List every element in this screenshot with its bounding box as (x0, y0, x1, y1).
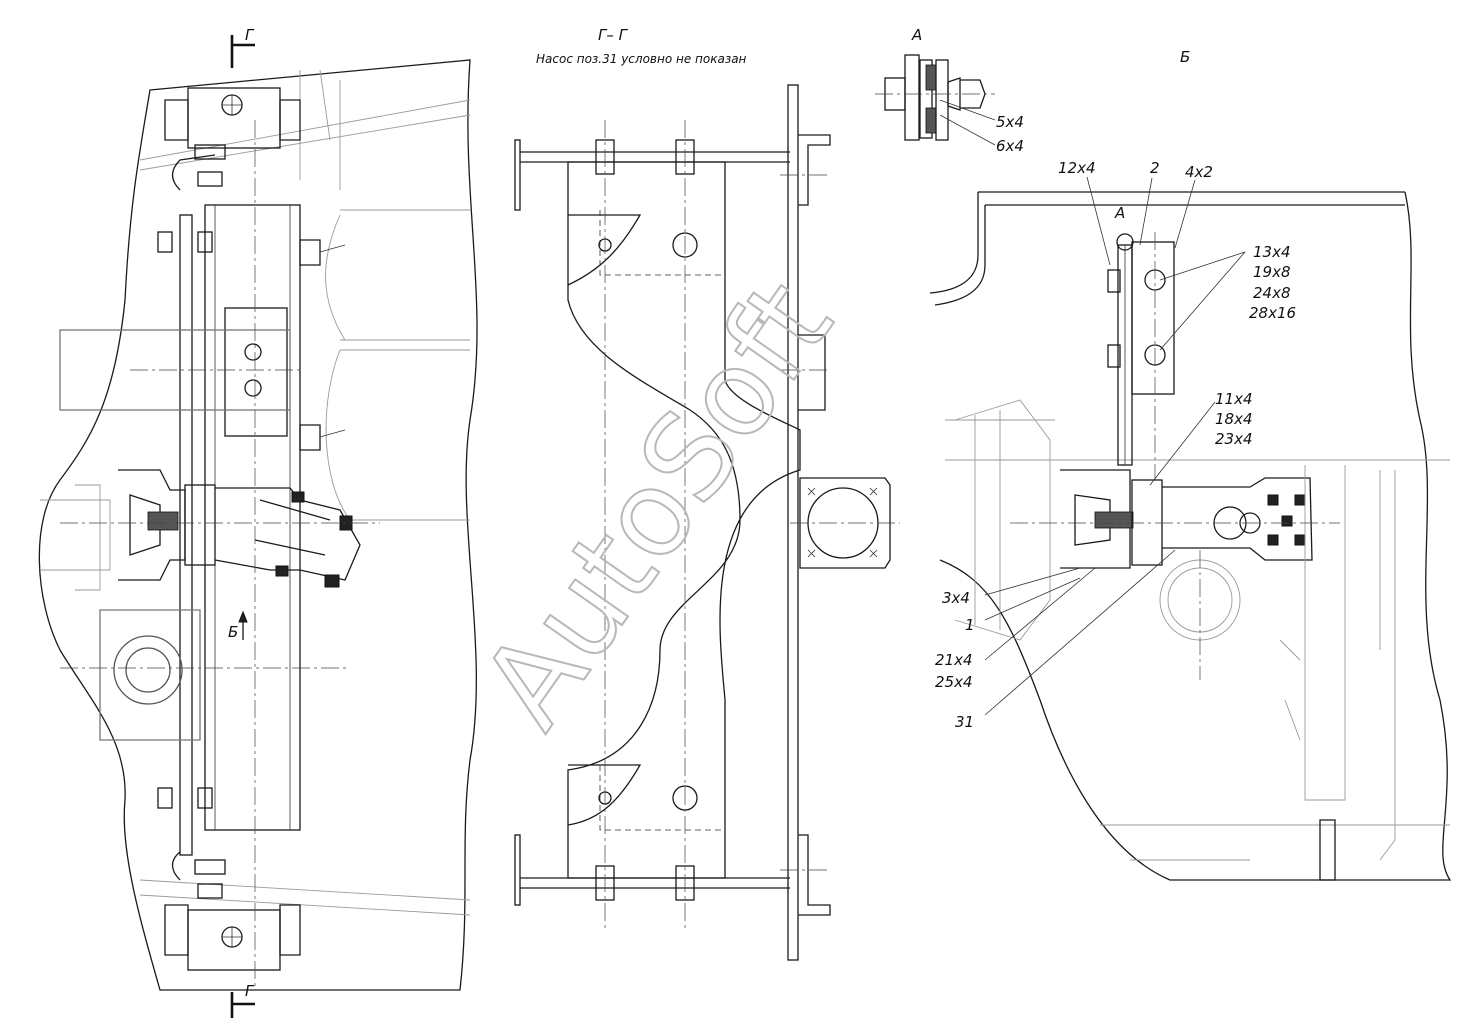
arrow-b-label: Б (228, 623, 238, 641)
callout-a-marker: А (1114, 204, 1125, 222)
cut-mark-top: Г (245, 26, 255, 44)
callout-23x4: 23x4 (1215, 430, 1253, 448)
callout-12x4: 12x4 (1058, 159, 1096, 177)
left-plan-view (38, 35, 478, 1018)
callout-19x8: 19x8 (1253, 263, 1291, 281)
section-g-g-view (514, 84, 900, 961)
cut-mark-bottom: Г (245, 982, 255, 1000)
callout-2: 2 (1150, 159, 1160, 177)
callout-25x4: 25x4 (935, 673, 973, 691)
plate-bolts (157, 144, 226, 899)
detail-a-title: А (911, 26, 922, 44)
callout-28x16: 28x16 (1249, 304, 1296, 322)
section-title: Г– Г (598, 26, 629, 44)
callout-4x2: 4x2 (1185, 163, 1213, 181)
callout-21x4: 21x4 (935, 651, 973, 669)
callout-18x4: 18x4 (1215, 410, 1253, 428)
callout-1: 1 (965, 616, 975, 634)
detail-a-view (875, 54, 996, 146)
section-note: Насос поз.31 условно не показан (536, 52, 747, 66)
callout-31: 31 (955, 713, 974, 731)
callout-24x8: 24x8 (1253, 284, 1291, 302)
callout-11x4: 11x4 (1215, 390, 1253, 408)
callout-13x4: 13x4 (1253, 243, 1291, 261)
view-b (929, 176, 1452, 881)
callout-5x4: 5x4 (996, 113, 1024, 131)
drawing-labels: Г Г Б Г– Г Насос поз.31 условно не показ… (228, 26, 1296, 1000)
view-b-title: Б (1180, 48, 1190, 66)
callout-3x4: 3x4 (942, 589, 970, 607)
callout-6x4: 6x4 (996, 137, 1024, 155)
